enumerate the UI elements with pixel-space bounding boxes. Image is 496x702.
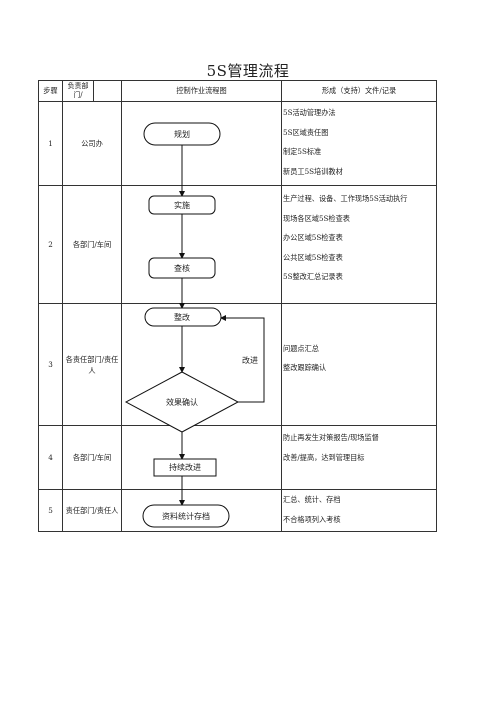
doc-item: 生产过程、设备、工作现场5S活动执行 xyxy=(283,194,408,203)
row-step: 5 xyxy=(38,489,63,532)
doc-item: 5S区域责任图 xyxy=(283,127,329,137)
row-step: 1 xyxy=(38,101,63,186)
header-step: 步骤 xyxy=(38,80,63,102)
table-row: 4 各部门/车间 防止再发生对策报告/现场监督 改善/提高，达到管理目标 xyxy=(38,425,437,490)
header-owner-label: 负责部门/ xyxy=(63,81,94,101)
doc-item: 办公区域5S检查表 xyxy=(283,233,343,242)
flow-cell xyxy=(121,185,282,304)
docs-cell: 汇总、统计、存档 不合格项列入考核 xyxy=(281,489,437,532)
table-row: 1 公司办 5S活动管理办法 5S区域责任图 制定5S标准 新员工5S培训教材 xyxy=(38,101,437,186)
row-owner: 责任部门/责任人 xyxy=(62,489,122,532)
doc-item: 防止再发生对策报告/现场监督 xyxy=(283,433,379,442)
table-row: 2 各部门/车间 生产过程、设备、工作现场5S活动执行 现场各区域5S检查表 办… xyxy=(38,185,437,304)
row-owner: 各部门/车间 xyxy=(62,185,122,304)
row-step: 4 xyxy=(38,425,63,490)
doc-item: 汇总、统计、存档 xyxy=(283,495,341,504)
doc-item: 5S整改汇总记录表 xyxy=(283,272,343,281)
flow-cell xyxy=(121,489,282,532)
doc-item: 制定5S标准 xyxy=(283,147,322,156)
doc-item: 现场各区域5S检查表 xyxy=(283,213,350,223)
row-owner: 各责任部门/责任人 xyxy=(62,303,122,426)
doc-item: 公共区域5S检查表 xyxy=(283,252,343,262)
doc-item: 不合格项列入考核 xyxy=(283,514,341,524)
doc-item: 问题点汇总 xyxy=(283,343,319,353)
docs-cell: 5S活动管理办法 5S区域责任图 制定5S标准 新员工5S培训教材 xyxy=(281,101,437,186)
row-owner: 各部门/车间 xyxy=(62,425,122,490)
doc-item: 5S活动管理办法 xyxy=(283,108,336,117)
doc-item: 新员工5S培训教材 xyxy=(283,166,343,176)
table-row: 3 各责任部门/责任人 问题点汇总 整改跟踪确认 xyxy=(38,303,437,426)
doc-item: 改善/提高，达到管理目标 xyxy=(283,452,365,462)
header-flow: 控制作业流程图 xyxy=(121,80,282,102)
table-header: 步骤 负责部门/ 控制作业流程图 形成（支持）文件/记录 xyxy=(38,80,437,102)
docs-cell: 问题点汇总 整改跟踪确认 xyxy=(281,303,437,426)
doc-item: 整改跟踪确认 xyxy=(283,363,327,372)
row-owner: 公司办 xyxy=(62,101,122,186)
header-owner: 负责部门/ xyxy=(62,80,122,102)
flow-cell xyxy=(121,303,282,426)
table-row: 5 责任部门/责任人 汇总、统计、存档 不合格项列入考核 xyxy=(38,489,437,532)
flow-cell xyxy=(121,425,282,490)
docs-cell: 生产过程、设备、工作现场5S活动执行 现场各区域5S检查表 办公区域5S检查表 … xyxy=(281,185,437,304)
flow-cell xyxy=(121,101,282,186)
row-step: 3 xyxy=(38,303,63,426)
docs-cell: 防止再发生对策报告/现场监督 改善/提高，达到管理目标 xyxy=(281,425,437,490)
process-table: 步骤 负责部门/ 控制作业流程图 形成（支持）文件/记录 1 公司办 5S活动管… xyxy=(38,80,437,532)
header-docs: 形成（支持）文件/记录 xyxy=(281,80,437,102)
row-step: 2 xyxy=(38,185,63,304)
page-title: 5S管理流程 xyxy=(206,62,290,80)
